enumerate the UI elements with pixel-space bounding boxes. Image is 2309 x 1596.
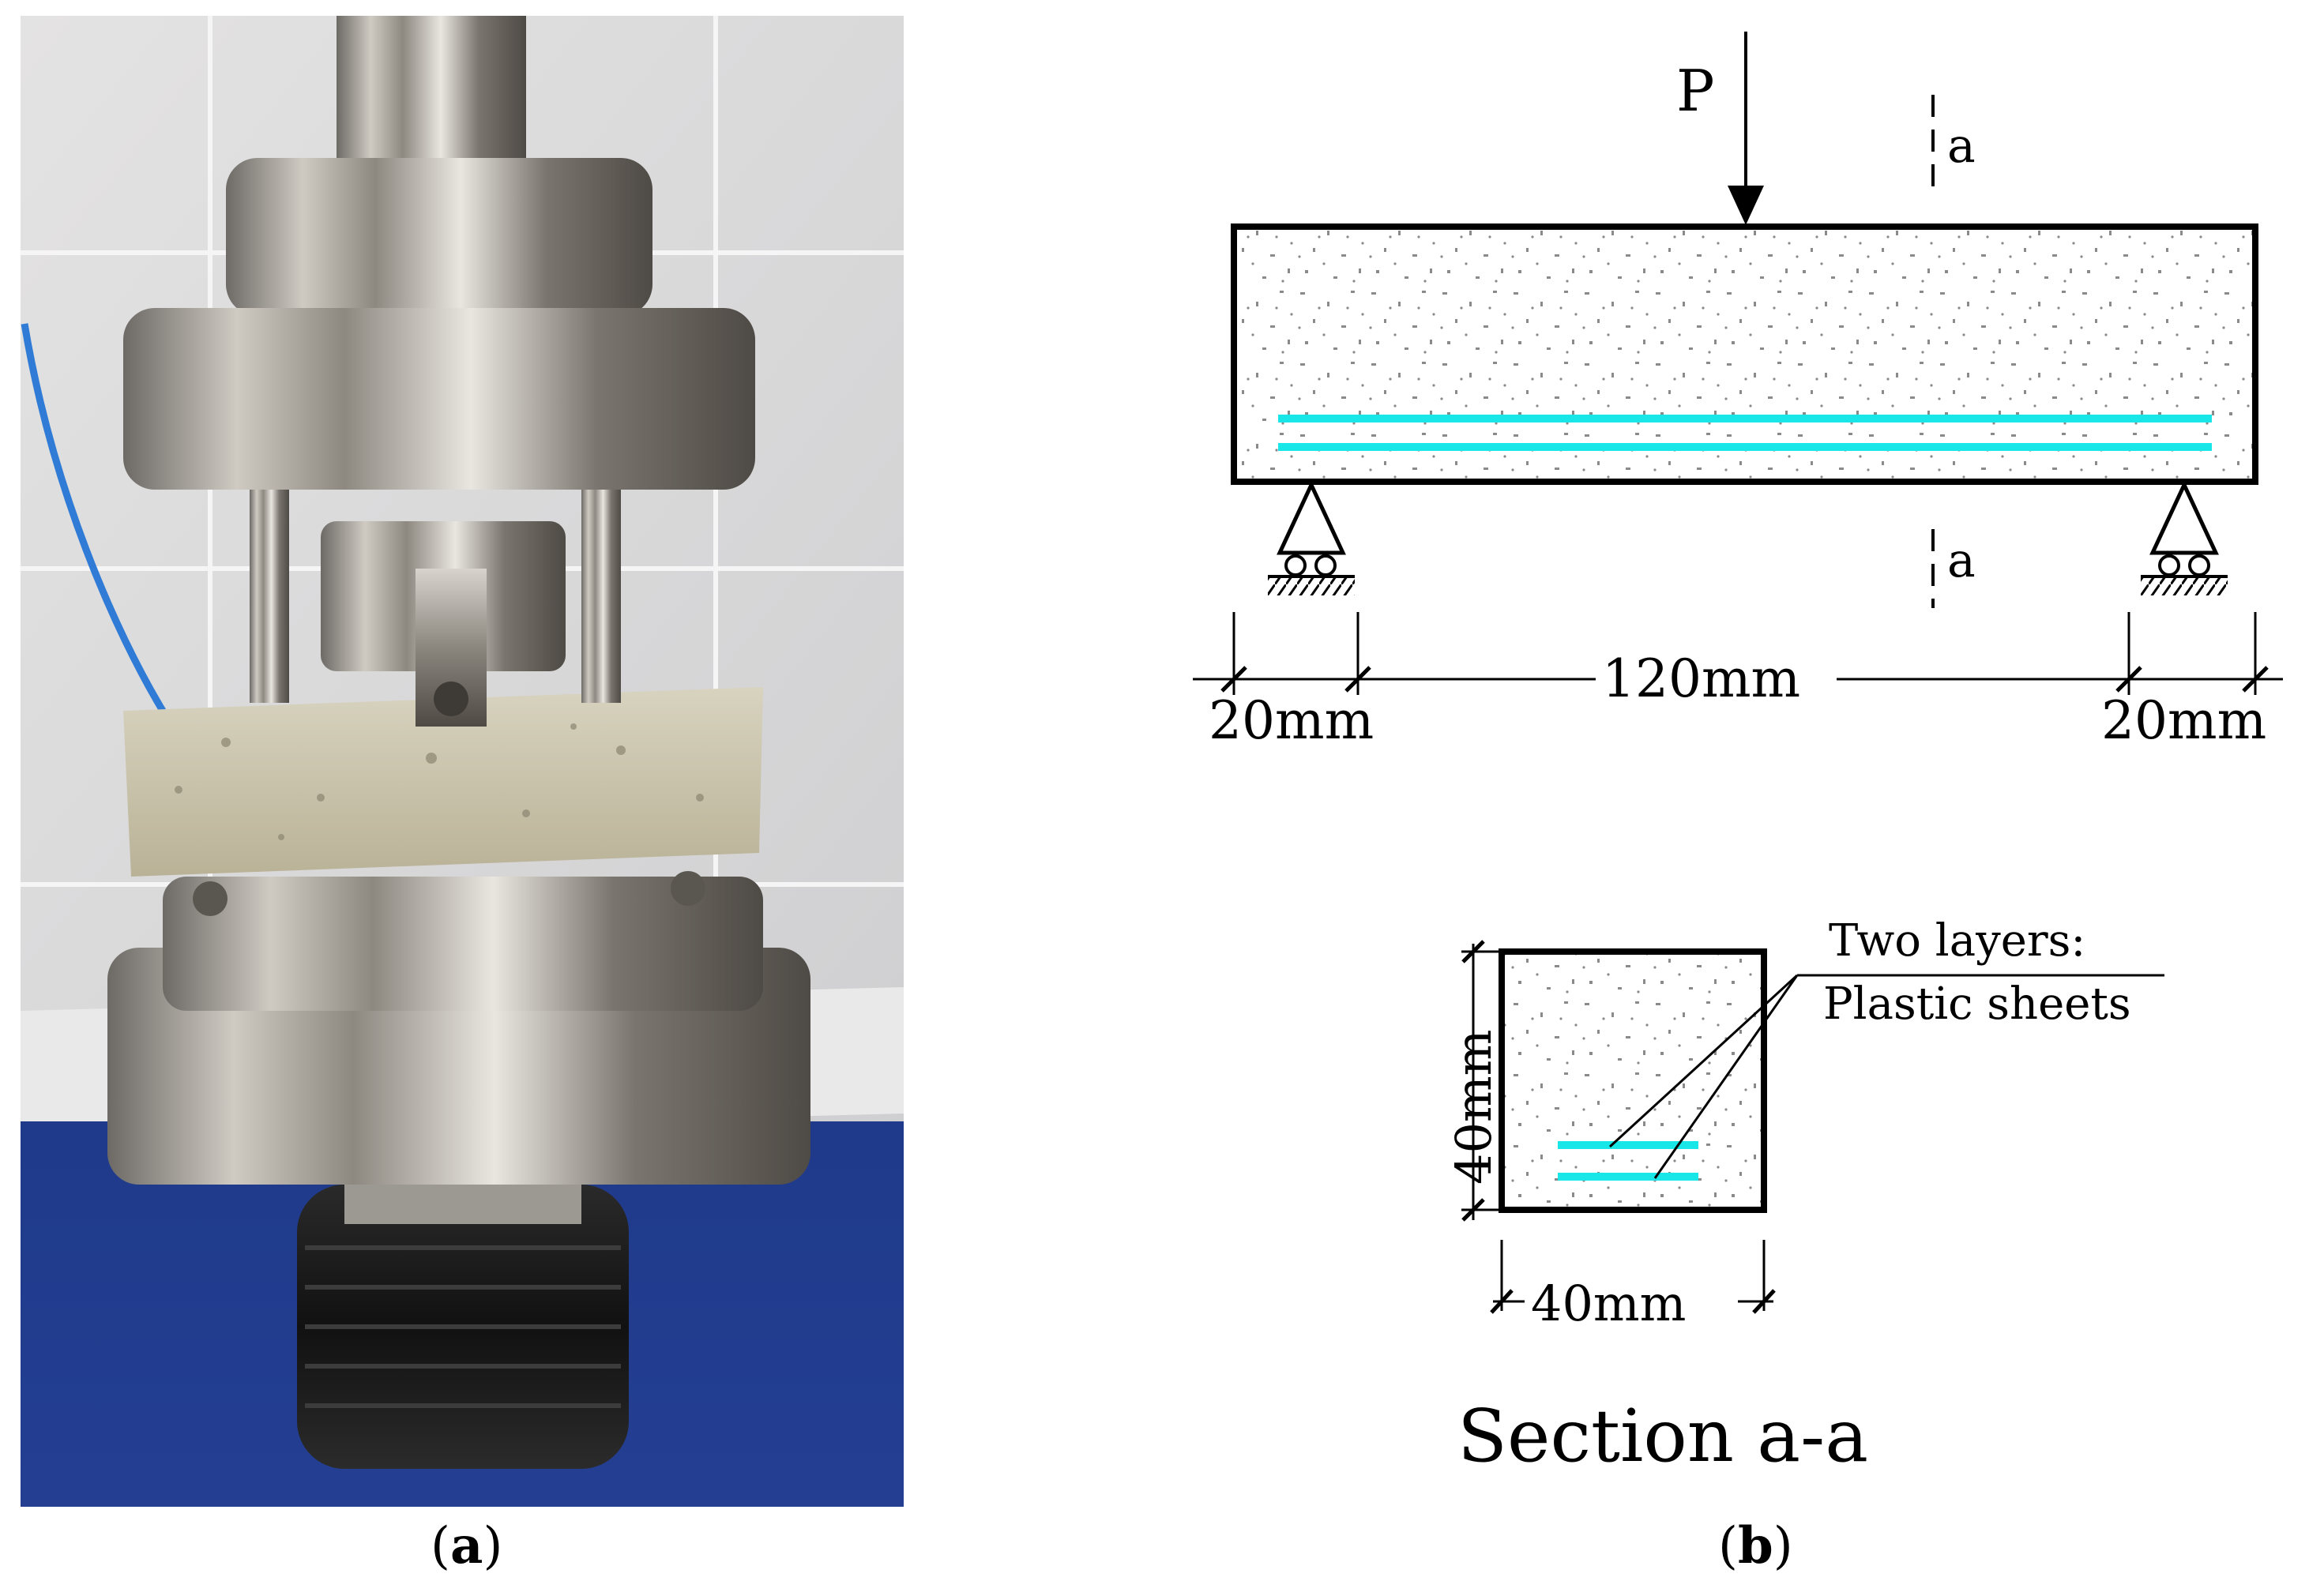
section-title: Section a-a xyxy=(1457,1394,1868,1478)
caption-panel-b: (b) xyxy=(1718,1516,1793,1575)
section-width-label: 40mm xyxy=(1531,1275,1686,1332)
support-roller-right xyxy=(671,871,705,906)
test-setup-photo xyxy=(21,16,904,1507)
dim-span-label: 120mm xyxy=(1602,648,1800,709)
load-arrowhead xyxy=(1728,186,1764,225)
support-roller-left xyxy=(193,881,228,916)
dim-right-label: 20mm xyxy=(2101,690,2266,751)
beam-body xyxy=(1231,223,2258,485)
dim-left-label: 20mm xyxy=(1209,690,1374,751)
support-left xyxy=(1268,480,1355,595)
annotation-line-1: Two layers: xyxy=(1829,915,2085,967)
load-label: P xyxy=(1676,58,1714,124)
support-right xyxy=(2141,480,2228,595)
section-mark-bottom: a xyxy=(1947,533,1976,588)
caption-a-letter: a xyxy=(449,1516,483,1575)
section-mark-top: a xyxy=(1947,118,1976,174)
rubber-bellows xyxy=(297,1185,629,1469)
section-height-label: 40mm xyxy=(1445,1030,1502,1185)
caption-b-letter: b xyxy=(1737,1516,1773,1575)
caption-panel-a: (a) xyxy=(431,1516,503,1575)
lower-platen xyxy=(107,877,810,1185)
blue-cable xyxy=(21,323,166,713)
loading-fixture xyxy=(250,490,621,727)
beam-schematic: P a a 120mm 20mm 20mm xyxy=(1193,32,2283,1478)
concrete-prism xyxy=(123,687,763,877)
annotation-leader xyxy=(1608,974,2164,1179)
upper-crosshead xyxy=(123,158,755,490)
annotation-line-2: Plastic sheets xyxy=(1823,978,2131,1030)
cross-section xyxy=(1499,948,1767,1213)
